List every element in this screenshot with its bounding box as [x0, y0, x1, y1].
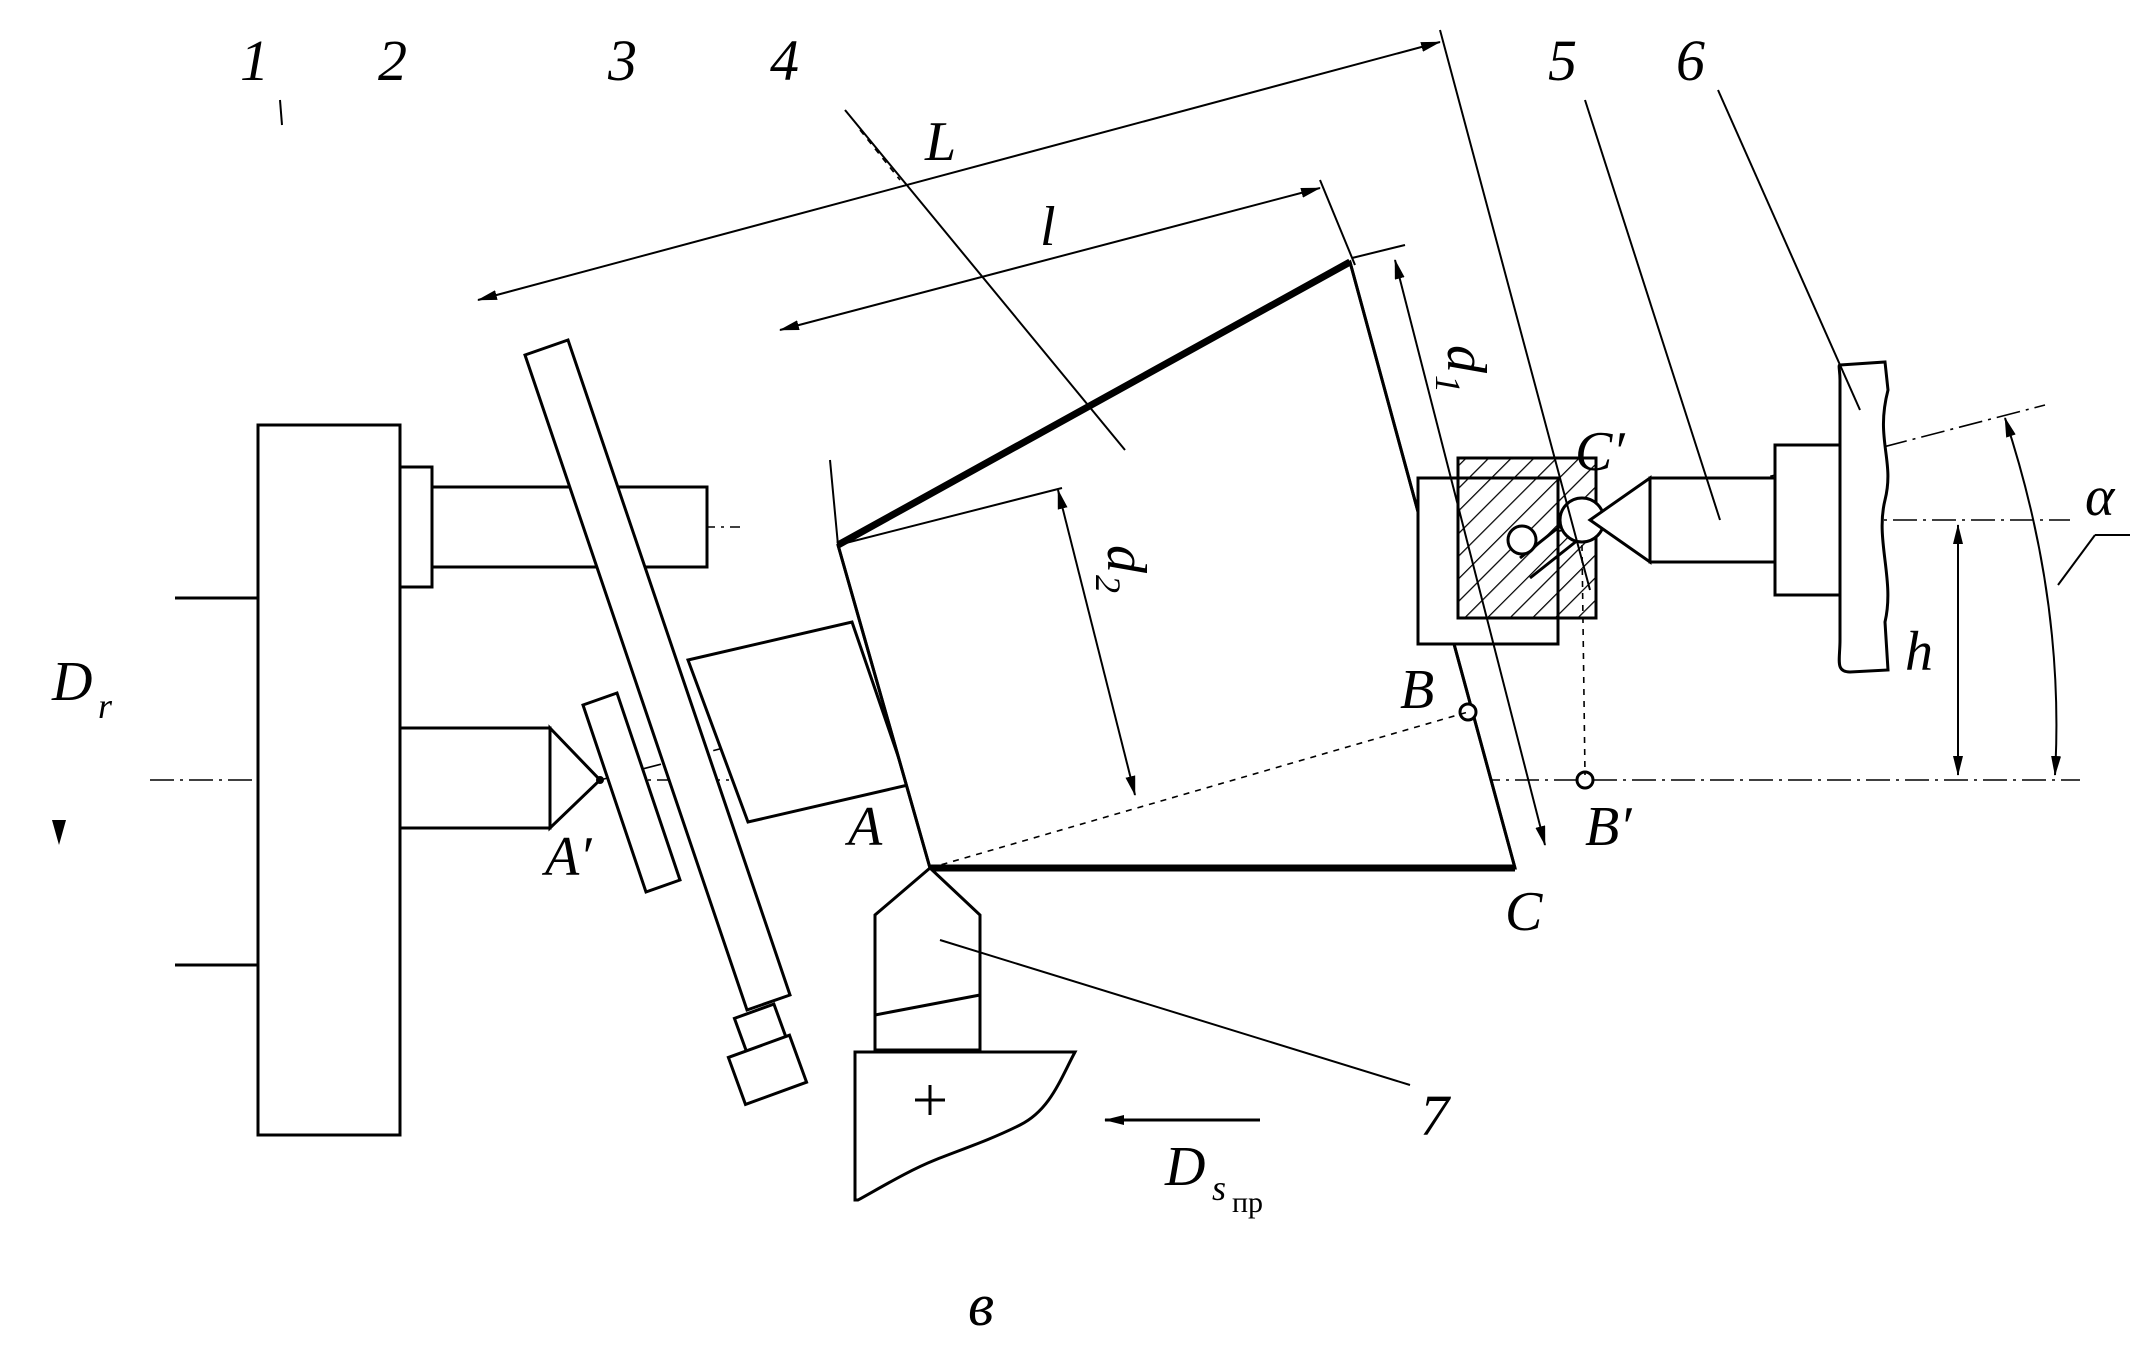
svg-text:d: d	[1095, 545, 1157, 574]
label-B-prime: B′	[1585, 796, 1632, 858]
dim-alpha	[2004, 417, 2062, 776]
svg-text:пр: пр	[1232, 1186, 1263, 1219]
label-L: L	[924, 111, 956, 173]
dim-l	[779, 187, 1321, 331]
leader-5	[1584, 99, 1721, 521]
dim-d2	[1057, 489, 1136, 796]
label-Ds: D s пр	[1164, 1136, 1263, 1219]
label-A-prime: A′	[541, 826, 592, 888]
ext-l-right	[1319, 179, 1356, 266]
dashed-Cprime-Bprime	[1581, 544, 1586, 776]
dim-d1	[1394, 259, 1546, 846]
dim-L	[477, 41, 1441, 301]
svg-text:2: 2	[1088, 575, 1128, 593]
svg-text:D: D	[1164, 1136, 1205, 1198]
tailstock	[1587, 360, 1890, 674]
alpha-leader	[2057, 534, 2096, 586]
svg-text:D: D	[51, 651, 92, 713]
leader-7	[939, 939, 1411, 1086]
dashed-A-B	[929, 711, 1469, 869]
svg-text:1: 1	[1428, 375, 1468, 393]
label-C: C	[1505, 881, 1543, 943]
ext-L-left	[859, 129, 901, 181]
label-B: B	[1400, 659, 1434, 721]
figure-caption: в	[968, 1272, 994, 1338]
leader-6	[1717, 89, 1861, 411]
ext-d2-top	[837, 487, 1063, 546]
svg-text:r: r	[98, 686, 113, 726]
point-B	[1458, 702, 1478, 722]
point-A-prime	[596, 776, 604, 784]
cutting-tool	[853, 865, 1078, 1202]
label-h: h	[1905, 621, 1933, 683]
part-number-3: 3	[607, 28, 637, 93]
faceplate	[175, 423, 402, 1137]
label-d1: d 1	[1428, 345, 1497, 393]
label-C-prime: C′	[1575, 421, 1625, 483]
label-l: l	[1040, 196, 1056, 258]
label-A: A	[844, 796, 883, 858]
part-number-2: 2	[378, 28, 407, 93]
ext-d1-top	[1351, 244, 1406, 259]
support-block	[1416, 456, 1606, 646]
label-alpha: α	[2085, 466, 2116, 528]
svg-text:s: s	[1212, 1168, 1226, 1208]
label-d2: d 2	[1088, 545, 1157, 593]
ext-l-left	[829, 459, 839, 546]
label-Dr: D r	[51, 651, 113, 726]
part-number-6: 6	[1676, 28, 1705, 93]
part-number-7: 7	[1420, 1083, 1451, 1148]
driving-dog	[523, 338, 809, 1107]
leader-1	[279, 99, 283, 126]
leader-4	[844, 109, 1126, 451]
part-number-1: 1	[240, 28, 269, 93]
point-B-prime	[1575, 770, 1595, 790]
rotation-arrow	[52, 820, 66, 845]
svg-text:d: d	[1435, 345, 1497, 374]
conical-workpiece	[836, 258, 1517, 872]
part-number-5: 5	[1548, 28, 1577, 93]
driving-pin	[398, 465, 709, 589]
part-number-4: 4	[770, 28, 799, 93]
headstock-center	[398, 724, 603, 832]
